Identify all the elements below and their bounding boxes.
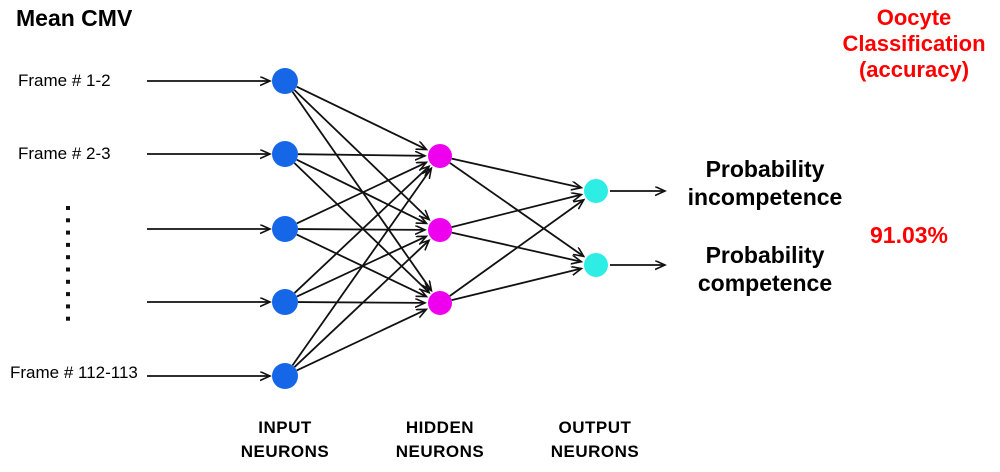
accuracy-title-line1: Oocyte (876, 5, 952, 30)
hidden-neuron (428, 218, 452, 242)
hidden-output-connection (451, 157, 582, 188)
accuracy-title-line3: (accuracy) (858, 57, 970, 82)
caption-hidden-line2: NEURONS (395, 442, 485, 461)
ellipsis-dot (66, 304, 70, 309)
ellipsis-dot (66, 267, 70, 272)
output-neuron (584, 253, 608, 277)
input-neuron (272, 141, 298, 167)
accuracy-value: 91.03% (869, 222, 948, 248)
input-hidden-connection (293, 162, 429, 293)
output-label-incompetence: Probability incompetence (654, 155, 876, 211)
input-hidden-connection (297, 154, 425, 156)
caption-hidden-line1: HIDDEN (405, 418, 475, 437)
output-label-incompetence-line1: Probability (705, 156, 825, 182)
caption-output-line2: NEURONS (550, 442, 640, 461)
input-hidden-connection (293, 166, 429, 294)
input-neuron (272, 68, 298, 94)
caption-input-line2: NEURONS (240, 442, 330, 461)
caption-output-line1: OUTPUT (558, 418, 632, 437)
output-neuron (584, 179, 608, 203)
input-hidden-connection (296, 158, 427, 224)
input-neuron (272, 289, 298, 315)
ellipsis-dot (66, 218, 70, 223)
ellipsis-dot (66, 242, 70, 247)
ellipsis-dot (66, 255, 70, 260)
ellipsis-dot (66, 206, 70, 210)
hidden-output-connection (451, 195, 582, 228)
page-title: Mean CMV (16, 5, 133, 31)
hidden-output-connection (449, 200, 584, 297)
output-label-competence: Probability competence (654, 241, 876, 297)
input-hidden-connection (296, 85, 427, 150)
input-neuron (272, 363, 298, 389)
hidden-neuron (428, 144, 452, 168)
ellipsis-dot (66, 316, 70, 321)
hidden-output-connection (449, 162, 584, 257)
hidden-output-connection (451, 269, 582, 302)
input-hidden-connection (291, 168, 431, 366)
accuracy-title: Oocyte Classification (accuracy) (818, 5, 1000, 83)
input-label-frame-2-3: Frame # 2-3 (18, 144, 111, 163)
output-label-competence-line1: Probability (705, 242, 825, 268)
hidden-neuron (428, 291, 452, 315)
ellipsis-dot (66, 230, 70, 235)
input-hidden-connection (297, 302, 425, 303)
caption-output-neurons: OUTPUT NEURONS (520, 416, 670, 464)
caption-input-line1: INPUT (258, 418, 312, 437)
input-hidden-connection (296, 162, 427, 225)
input-hidden-connection (293, 240, 429, 368)
input-label-frame-112-113: Frame # 112-113 (10, 363, 138, 382)
caption-hidden-neurons: HIDDEN NEURONS (365, 416, 515, 464)
output-label-incompetence-line2: incompetence (687, 184, 843, 210)
accuracy-title-line2: Classification (842, 31, 986, 56)
input-hidden-connection (296, 309, 427, 372)
input-label-frame-1-2: Frame # 1-2 (18, 71, 111, 90)
input-neuron (272, 216, 298, 242)
output-label-competence-line2: competence (697, 270, 833, 296)
ellipsis-dot (66, 279, 70, 284)
caption-input-neurons: INPUT NEURONS (210, 416, 360, 464)
ellipsis-dot (66, 292, 70, 297)
